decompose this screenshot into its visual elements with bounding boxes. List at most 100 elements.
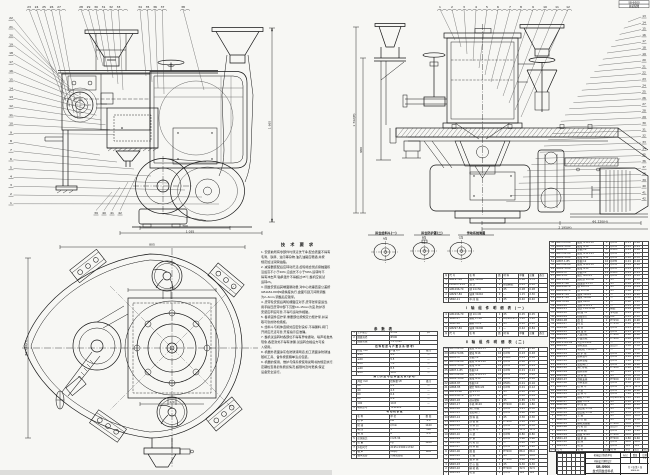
note-line: 安装应牢固可靠,不得与运动件相碰。 — [261, 309, 312, 314]
tableA-title: 参 数 表 — [374, 326, 394, 331]
corner-stamp: SB-Φ500 总装配图 — [618, 0, 650, 8]
notes-title: 技 术 要 求 — [280, 242, 316, 247]
part-label: 40 — [102, 211, 106, 215]
note-line: 用手指压皮带中部下沉量10~15mm为宜,防护罩 — [261, 304, 326, 309]
part-label: 24 — [642, 83, 646, 87]
part-label: 26 — [50, 5, 54, 9]
part-label: 10 — [543, 5, 547, 9]
dim-v3-d: Φ1 500(H) — [24, 340, 28, 356]
dim-v2-height: 1 742(H) — [352, 113, 356, 126]
dim-v3-a: 410 — [170, 286, 175, 290]
part-label: 21 — [9, 25, 13, 29]
part-label: 35 — [642, 153, 646, 157]
part-label: 11 — [9, 113, 13, 117]
model-number: SB-Φ500 — [595, 465, 611, 470]
mark-label: 标记 — [621, 453, 631, 457]
part-label: 3 — [10, 183, 12, 187]
weight-label: 重量 — [631, 453, 641, 457]
part-label: 31 — [102, 5, 106, 9]
note-line: 2. 减速器装配后应转动灵活,齿轮啮合斑点接触面积 — [261, 264, 331, 269]
part-label: 39 — [642, 178, 646, 182]
part-label: 13 — [9, 95, 13, 99]
part-label: 5 — [10, 166, 12, 170]
part-label: 34 — [138, 5, 142, 9]
table-row: 序代 号名 称数材 料单重总重备注 — [443, 331, 548, 337]
part-label: 15 — [9, 78, 13, 82]
scale-value: 1:5 — [643, 458, 647, 460]
caption-1: 拆去给料斗(一) — [375, 230, 397, 235]
part-label: 33 — [117, 5, 121, 9]
part-label: 25 — [42, 5, 46, 9]
side-view-drawing — [44, 27, 275, 235]
dim-v1-w1: 700 — [182, 224, 188, 228]
tableB-title1: Ⅰ 轴 组 件 明 细 表 (一) — [466, 306, 526, 310]
part-label: 41 — [642, 190, 646, 194]
handwheel-bottom — [156, 396, 188, 428]
part-label: 10 — [9, 122, 13, 126]
note-line: 运转2h。 — [261, 279, 274, 284]
part-label: 23 — [642, 77, 646, 81]
part-label: 23 — [27, 5, 31, 9]
part-label: 2 — [451, 5, 453, 9]
note-line: 3. 圆盘安装后其端面跳动量,对中心线垂直度公差按 — [261, 284, 331, 289]
part-label: 1 — [10, 201, 12, 205]
part-label: 12 — [9, 104, 13, 108]
note-line: 7. 整机试运转时各部位不得有异常振动、噪声和发热 — [261, 334, 333, 339]
dim-v3-b: 270 — [170, 400, 175, 404]
part-label: 35 — [146, 5, 150, 9]
handwheel-top — [151, 260, 183, 299]
dim-v1-height: 1 665 — [268, 121, 272, 130]
note-line: 设备安全运行。 — [261, 369, 283, 374]
part-label: 2 — [10, 192, 12, 196]
note-line: 定期检查易损件磨损情况,超限时及时更换,保证 — [261, 364, 325, 369]
tableB-title2: Ⅱ 轴 组 件 明 细 表 (二) — [466, 340, 526, 344]
part-label: 36 — [642, 159, 646, 163]
part-label: 32 — [109, 5, 113, 9]
part-label: 26 — [642, 96, 646, 100]
part-label: 30 — [94, 5, 98, 9]
technical-notes: 技 术 要 求 1. 安装前所有零部件均须清洗干净,配合表面不得有 毛刺、铁屑、… — [261, 242, 335, 375]
part-label: 13 — [642, 14, 646, 18]
product-name: 盘式圆盘给料机 — [592, 469, 614, 474]
note-line: 开闭应灵活可靠,开度指示应准确。 — [261, 329, 309, 334]
course-name: 机械设计课程设计 — [586, 459, 620, 465]
part-label: 1 — [439, 5, 441, 9]
cam-view-caption: C向 — [459, 236, 464, 240]
part-label: 41 — [110, 211, 114, 215]
part-label: 7 — [10, 148, 12, 152]
leader-lines — [8, 9, 647, 216]
dimension-labels: 1 665 700 1 035 1 742(H) 980 Φ1 220(H) 2… — [24, 113, 608, 404]
title-block: 机械设计制造单位 机械设计课程设计 SB-Φ500 盘式圆盘给料机 标记 重量 … — [556, 452, 649, 475]
part-label: 29 — [87, 5, 91, 9]
dim-v3-w: 805 — [149, 243, 155, 247]
cam-view-caption: B向 — [422, 236, 427, 240]
part-label: 18 — [642, 46, 646, 50]
part-label: 17 — [9, 60, 13, 64]
note-line: 现象,各密封处不得有渗漏,试运转合格后方可投 — [261, 339, 325, 344]
part-label: 6 — [10, 157, 12, 161]
part-label: 3 — [463, 5, 465, 9]
part-label: 14 — [9, 86, 13, 90]
part-label: 20 — [9, 34, 13, 38]
note-line: 6. 给料斗与机体连接处应密封良好,不得漏料,闸门 — [261, 324, 329, 329]
part-label: 4 — [475, 5, 477, 9]
part-label: 40 — [642, 184, 646, 188]
part-label: 24 — [35, 5, 39, 9]
part-label: 27 — [642, 102, 646, 106]
scale-label: 比例 — [642, 455, 647, 457]
part-label: 14 — [642, 20, 646, 24]
